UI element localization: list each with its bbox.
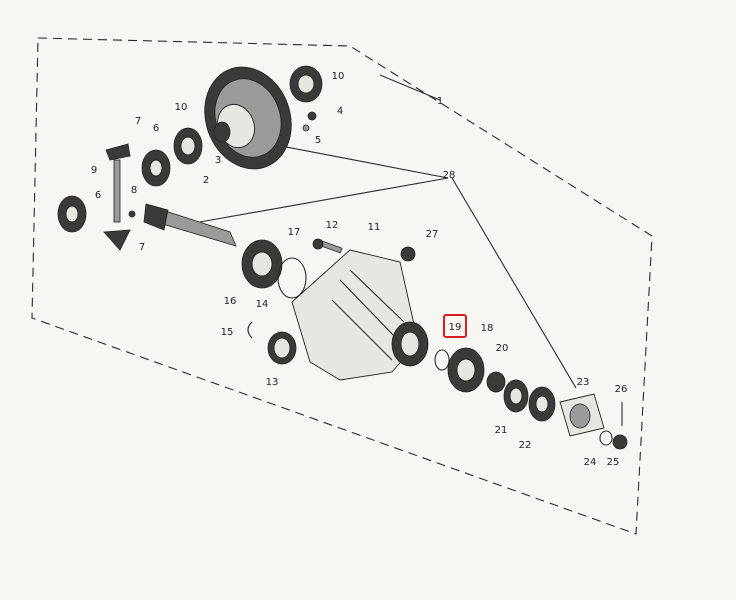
part-label-p15: 15	[221, 327, 234, 338]
o-ring-17	[277, 257, 307, 299]
side-gear-lower	[57, 195, 87, 233]
pinion-bearing	[241, 239, 283, 289]
nut-27	[400, 246, 416, 262]
part-label-p25: 25	[607, 457, 620, 468]
part-label-p2: 2	[203, 175, 209, 186]
part-label-p21: 21	[495, 425, 508, 436]
part-label-p7a: 7	[135, 116, 141, 127]
part-label-p8: 8	[131, 185, 137, 196]
clip-14	[247, 321, 253, 339]
part-labels: 1234566778910101112131415161718192021222…	[91, 71, 628, 468]
part-label-p3: 3	[215, 155, 221, 166]
nut-25	[612, 434, 628, 450]
differential-housing	[291, 249, 429, 381]
bolt-small	[302, 111, 317, 132]
ring-20	[486, 371, 506, 393]
part-label-p20: 20	[496, 343, 509, 354]
assembly-boundary	[31, 37, 653, 535]
side-gear-upper	[141, 149, 171, 187]
ring-gear	[204, 66, 292, 170]
flange-23	[559, 393, 605, 437]
part-label-p19: 19	[449, 322, 462, 333]
part-label-p10a: 10	[332, 71, 345, 82]
part-label-p28: 28	[443, 170, 456, 181]
bearing-top	[289, 65, 323, 103]
pinion-gear-upper	[105, 143, 131, 161]
part-label-p6b: 6	[153, 123, 159, 134]
highlight-box	[443, 314, 467, 338]
part-label-p1: 1	[437, 96, 443, 107]
part-label-p11: 11	[368, 222, 381, 233]
part-label-p16: 16	[224, 296, 237, 307]
part-label-p22: 22	[519, 440, 532, 451]
bearing-left	[173, 127, 203, 165]
washer-19	[434, 349, 450, 371]
part-label-p26: 26	[615, 384, 628, 395]
part-label-p17: 17	[288, 227, 301, 238]
part-label-p12: 12	[326, 220, 339, 231]
seal-21	[503, 379, 529, 413]
bolt-12	[312, 238, 343, 254]
part-label-p6a: 6	[95, 190, 101, 201]
part-label-p18: 18	[481, 323, 494, 334]
pinion-gear-lower	[103, 229, 131, 251]
lock-pin	[128, 210, 136, 218]
part-label-p23: 23	[577, 377, 590, 388]
part-label-p14: 14	[256, 299, 269, 310]
part-label-p9: 9	[91, 165, 97, 176]
part-label-p27: 27	[426, 229, 439, 240]
bearing-18	[447, 347, 485, 393]
part-label-p13: 13	[266, 377, 279, 388]
part-label-p24: 24	[584, 457, 597, 468]
part-label-p10b: 10	[175, 102, 188, 113]
washer-24	[599, 430, 613, 446]
part-label-p5: 5	[315, 135, 321, 146]
seal-22	[528, 386, 556, 422]
seal-13	[267, 331, 297, 365]
part-label-p7b: 7	[139, 242, 145, 253]
part-label-p4: 4	[337, 106, 343, 117]
drive-pinion	[143, 203, 237, 247]
cross-shaft	[113, 159, 121, 223]
